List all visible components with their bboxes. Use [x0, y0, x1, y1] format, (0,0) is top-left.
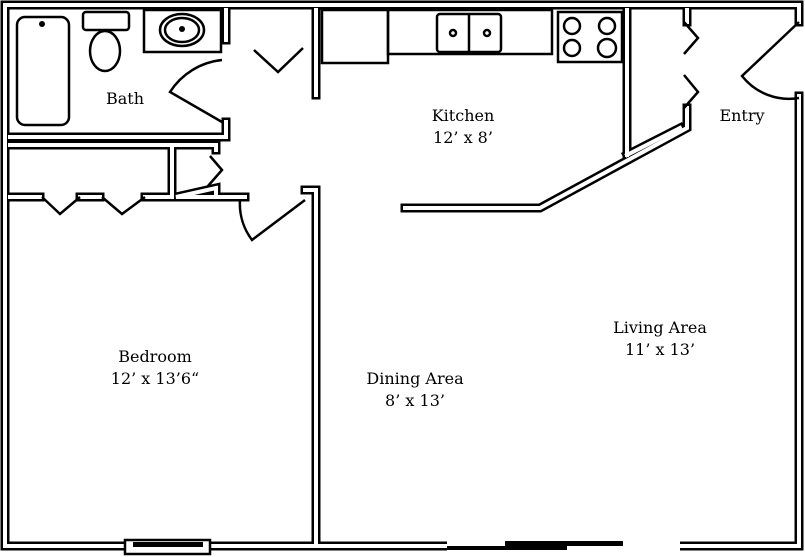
wall-inner [174, 143, 218, 199]
sink [158, 12, 206, 48]
tub-drain [39, 21, 45, 27]
room-size: 11’ x 13’ [624, 340, 696, 359]
wall-inner [8, 8, 228, 139]
room-name: Bath [105, 89, 145, 108]
room-size: 8’ x 13’ [385, 391, 445, 410]
closet-bifold-door [41, 195, 146, 216]
room-name: Kitchen [431, 106, 495, 125]
closet-bifold-door [207, 155, 224, 187]
wall-inner [8, 143, 174, 199]
room-label-living: Living Area 11’ x 13’ [613, 317, 707, 361]
room-name: Dining Area [366, 369, 464, 388]
room-label-entry: Entry [719, 105, 764, 127]
room-label-bedroom: Bedroom 12’ x 13’6“ [111, 346, 199, 390]
closet-bifold-door [253, 47, 304, 74]
stove [556, 10, 624, 64]
bedroom-door [238, 199, 306, 242]
room-name: Bedroom [118, 347, 192, 366]
wall-inner [624, 125, 683, 158]
kitchen-counter [386, 8, 554, 56]
toilet-tank [81, 10, 131, 32]
wall-inner [214, 188, 318, 548]
entry-door [740, 21, 800, 101]
wall-path [5, 140, 177, 202]
room-name: Entry [719, 106, 765, 125]
wall-inner [3, 3, 801, 548]
room-label-bath: Bath [106, 88, 144, 110]
room-size: 12’ x 13’6“ [110, 369, 200, 388]
wall-path [211, 185, 321, 551]
room-label-dining: Dining Area 8’ x 13’ [366, 368, 463, 412]
refrigerator [320, 8, 390, 65]
wall-inner [403, 8, 689, 210]
room-size: 12’ x 8’ [433, 128, 493, 147]
bath-door [168, 58, 223, 124]
room-name: Living Area [613, 318, 707, 337]
bathtub [15, 15, 71, 127]
room-label-kitchen: Kitchen 12’ x 8’ [432, 105, 495, 149]
toilet-bowl [88, 29, 122, 73]
vanity [142, 8, 223, 54]
closet-bifold-door [683, 21, 700, 109]
